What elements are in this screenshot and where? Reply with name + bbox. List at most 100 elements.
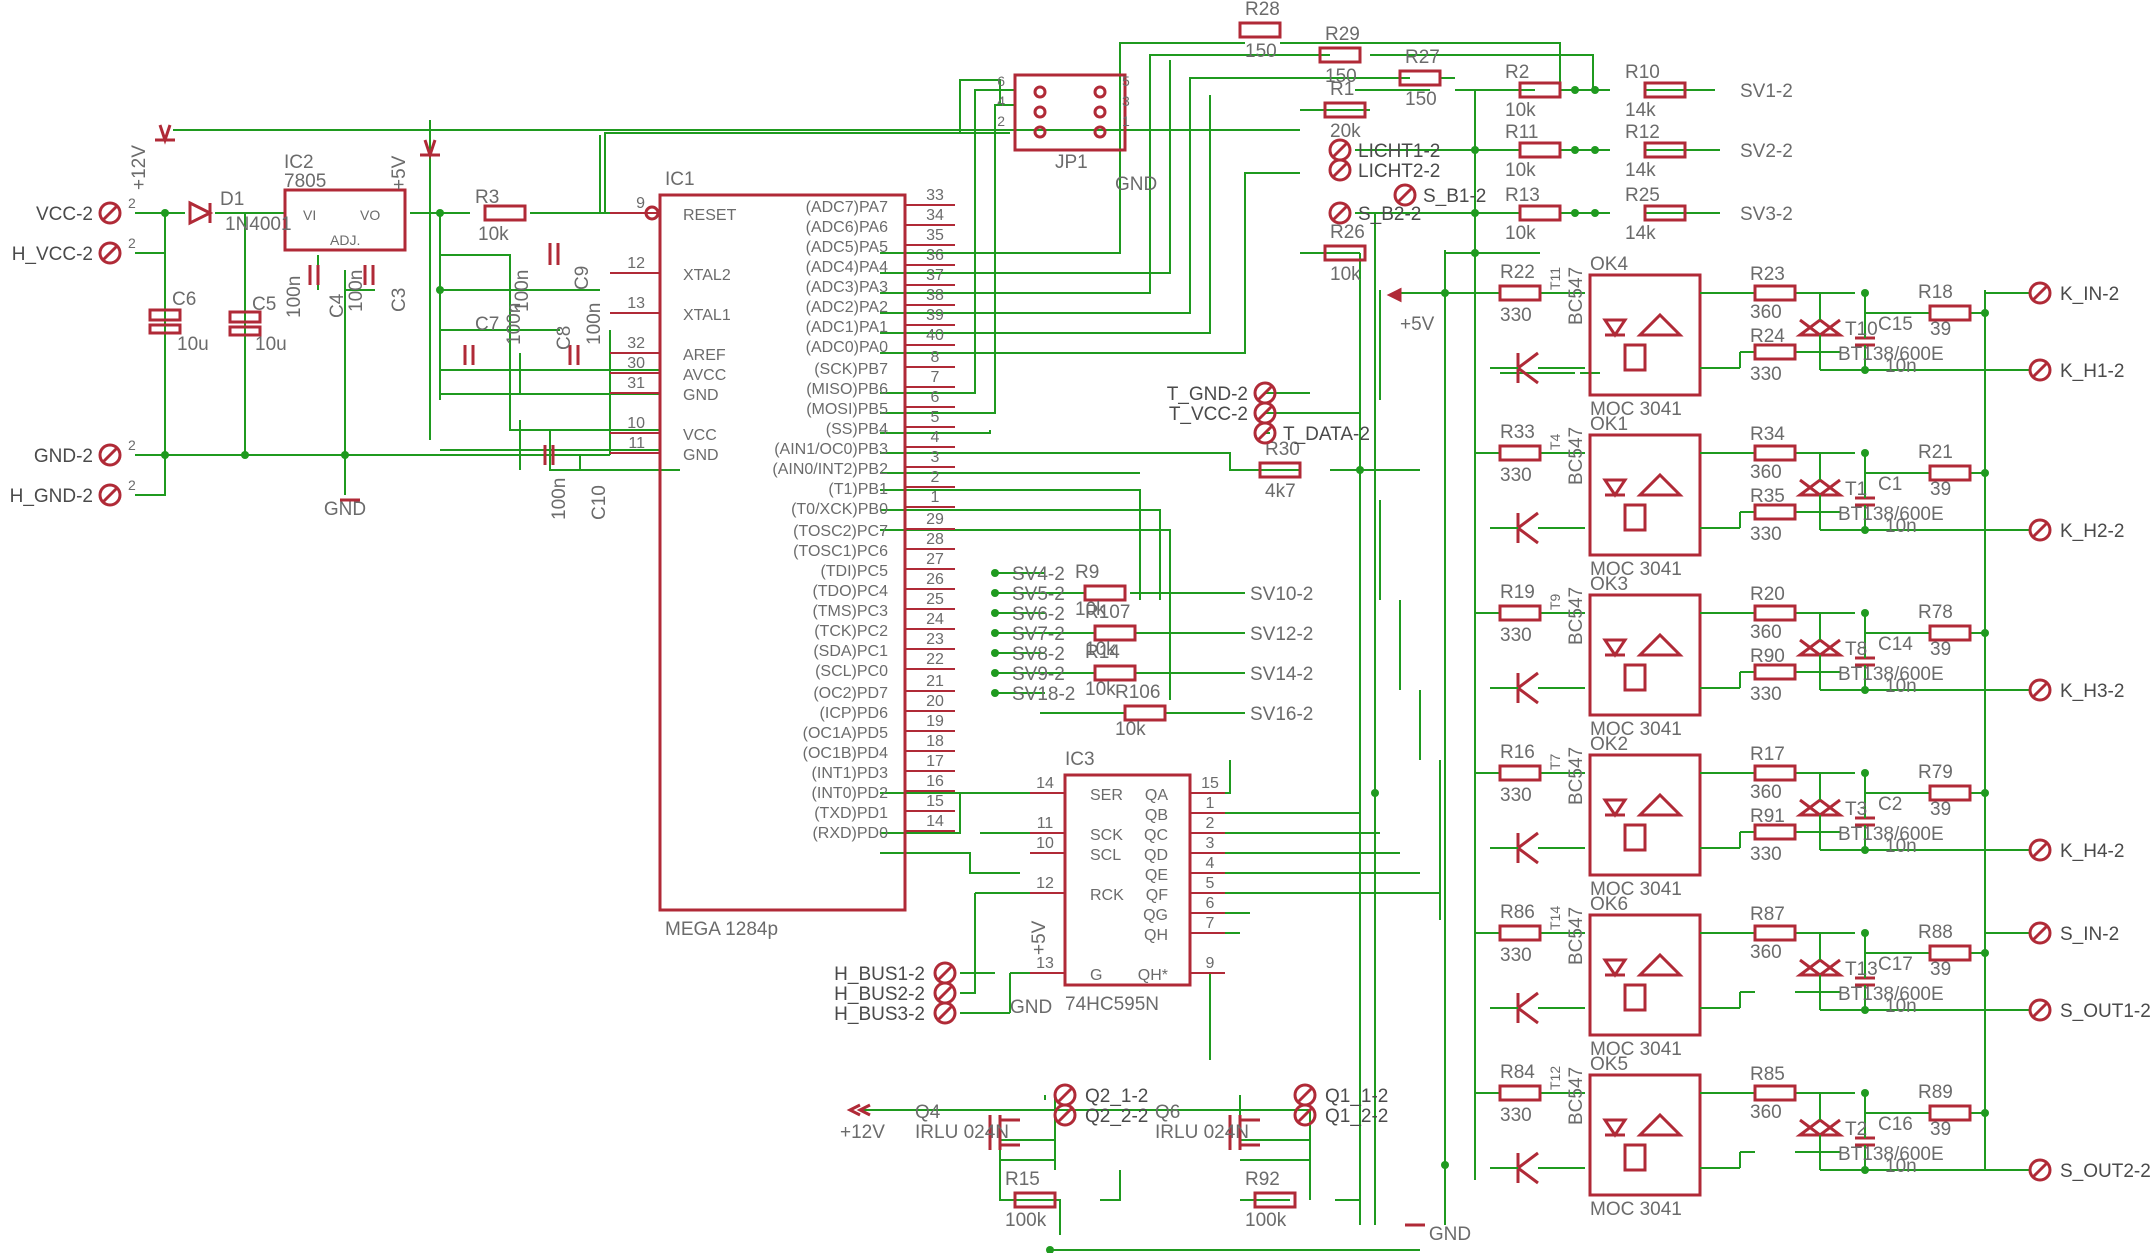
connector-label: H_BUS3-2 (834, 1004, 925, 1025)
component-ref: D1 (220, 189, 244, 210)
junction-dot (1471, 209, 1479, 217)
component-value: 10n (1885, 1156, 1917, 1177)
component-value: 330 (1750, 844, 1782, 865)
component-ref: R20 (1750, 584, 1785, 605)
component-ref: R78 (1918, 602, 1953, 623)
component-ref: R86 (1500, 902, 1535, 923)
signal-connector[interactable] (1328, 138, 1352, 162)
component-ref: R12 (1625, 122, 1660, 143)
output-connector[interactable] (2028, 998, 2052, 1022)
hbus-connector[interactable] (933, 981, 957, 1005)
pin-number: 4 (931, 429, 940, 446)
supply-connector[interactable] (98, 241, 122, 265)
output-connector[interactable] (2028, 1158, 2052, 1182)
component-ref: R29 (1325, 24, 1360, 45)
component-ref: R11 (1505, 122, 1538, 143)
jumper-pin[interactable] (1093, 105, 1107, 119)
component-value: 150 (1405, 89, 1437, 110)
component-value: BT138/600E (1838, 344, 1944, 365)
junction-dot (991, 669, 999, 677)
supply-connector[interactable] (98, 443, 122, 467)
jumper-pin[interactable] (1033, 105, 1047, 119)
hbus-connector[interactable] (933, 961, 957, 985)
junction-dot (1861, 1166, 1869, 1174)
component-value: BC547 (1566, 1067, 1587, 1125)
resistor-gate (1753, 663, 1797, 681)
junction-dot (1441, 1161, 1449, 1169)
opto-channel (1475, 753, 2030, 877)
pin-name: (MISO)PB6 (806, 381, 888, 398)
component-ref: C4 (327, 293, 348, 318)
hbus-connector[interactable] (933, 1001, 957, 1025)
component-value: 360 (1750, 1102, 1782, 1123)
pin-name: QB (1145, 807, 1168, 824)
junction-dot (1571, 86, 1579, 94)
resistor-snubber (1928, 784, 1972, 802)
pin-number: 2 (997, 113, 1005, 129)
jumper-pin[interactable] (1033, 125, 1047, 139)
connector-label: K_H4-2 (2060, 841, 2124, 862)
pin-number: 6 (997, 73, 1005, 89)
npn-transistor (1516, 511, 1539, 545)
resistor-base (1498, 444, 1542, 462)
mosfet-connector[interactable] (1053, 1103, 1077, 1127)
supply-connector[interactable] (98, 201, 122, 225)
signal-label: SV1-2 (1740, 81, 1793, 102)
output-connector[interactable] (2028, 518, 2052, 542)
signal-label: SV5-2 (1012, 584, 1065, 605)
mosfet-connector[interactable] (1293, 1083, 1317, 1107)
pin-number: 23 (926, 631, 944, 648)
pin-name: G (1090, 967, 1102, 984)
jumper-pin[interactable] (1033, 85, 1047, 99)
pin-name: (OC2)PD7 (813, 685, 888, 702)
jumper-pin[interactable] (1093, 85, 1107, 99)
output-connector[interactable] (2028, 678, 2052, 702)
junction-dot (1981, 309, 1989, 317)
pin-name: AREF (683, 347, 726, 364)
resistor (1093, 664, 1137, 682)
resistor (1083, 584, 1127, 602)
output-connector[interactable] (2028, 838, 2052, 862)
component-value: 20k (1330, 121, 1361, 142)
component-ref: C9 (572, 266, 593, 290)
connector-label: GND-2 (34, 446, 93, 467)
signal-connector[interactable] (1393, 183, 1417, 207)
resistor (1643, 141, 1687, 159)
pin-name: (MOSI)PB5 (806, 401, 888, 418)
junction-dot (1861, 769, 1869, 777)
jumper-pin[interactable] (1093, 125, 1107, 139)
npn-transistor (1516, 991, 1539, 1025)
resistor (1093, 624, 1137, 642)
output-connector[interactable] (2028, 281, 2052, 305)
pin-name: SCK (1090, 827, 1123, 844)
connector-label: H_BUS2-2 (834, 984, 925, 1005)
component-ref: R21 (1918, 442, 1953, 463)
component-value: BC547 (1566, 587, 1587, 645)
signal-label: SV6-2 (1012, 604, 1065, 625)
component-value: 10k (1330, 264, 1361, 285)
pin-number: 31 (627, 375, 645, 392)
junction-dot (1861, 526, 1869, 534)
signal-connector[interactable] (1328, 158, 1352, 182)
signal-connector[interactable] (1328, 201, 1352, 225)
zero-cross-icon (1623, 343, 1647, 372)
output-connector[interactable] (2028, 358, 2052, 382)
mosfet-connector[interactable] (1293, 1103, 1317, 1127)
mosfet-connector[interactable] (1053, 1083, 1077, 1107)
temp-connector[interactable] (1253, 421, 1277, 445)
component-ref: T9 (1547, 593, 1563, 610)
junction-dot (341, 451, 349, 459)
supply-connector[interactable] (98, 483, 122, 507)
component-value: MOC 3041 (1590, 1199, 1682, 1220)
signal-label: SV4-2 (1012, 564, 1065, 585)
component-value: 10u (177, 334, 209, 355)
pin-number: 30 (627, 355, 645, 372)
component-value: 330 (1500, 305, 1532, 326)
pin-name: (OC1A)PD5 (803, 725, 888, 742)
component-ref: T11 (1547, 267, 1563, 290)
resistor (1398, 69, 1442, 87)
component-value: 360 (1750, 622, 1782, 643)
output-connector[interactable] (2028, 921, 2052, 945)
component-ref: R24 (1750, 326, 1785, 347)
